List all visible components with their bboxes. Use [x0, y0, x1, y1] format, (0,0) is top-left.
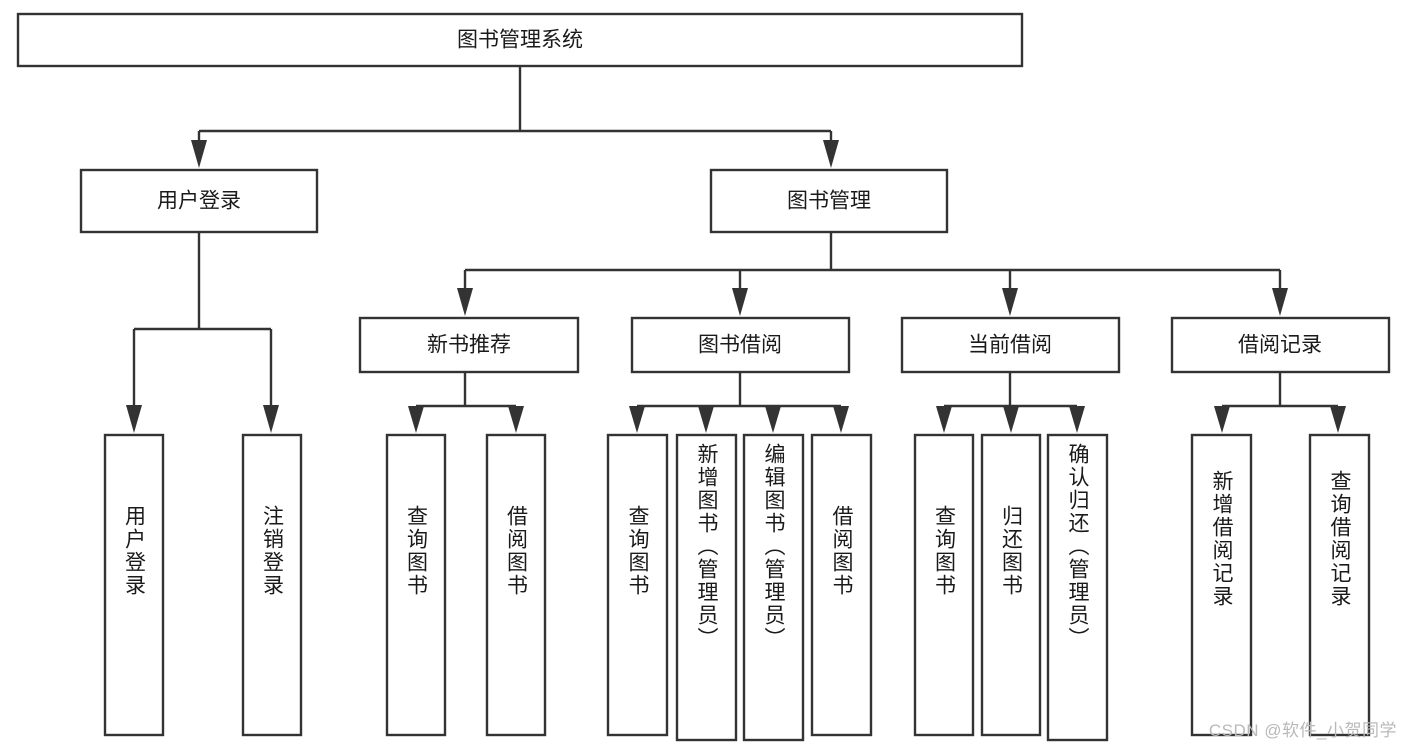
node-box-root[interactable] [16, 12, 1024, 68]
connector-record-to-leaves [1214, 372, 1346, 433]
node-label-current-borrow: 当前借阅 [968, 334, 1052, 357]
node-label-new-book-recommend: 新书推荐 [427, 334, 511, 357]
node-box-new-book-recommend[interactable] [358, 316, 580, 374]
node-box-leaf-edit-book-admin[interactable] [742, 433, 805, 742]
node-box-leaf-borrow-book-1[interactable] [485, 433, 547, 737]
arrow-head-icon [191, 140, 207, 168]
node-label-borrow-record: 借阅记录 [1238, 334, 1322, 357]
arrow-head-icon [408, 406, 424, 433]
node-label-user-login: 用户登录 [157, 190, 241, 213]
connector-userlogin-to-leaves [126, 232, 279, 433]
arrow-head-icon [1069, 406, 1085, 433]
arrow-head-icon [1214, 406, 1230, 433]
arrow-head-icon [1003, 406, 1019, 433]
node-box-user-login[interactable] [79, 168, 319, 234]
arrow-head-icon [629, 406, 645, 433]
connector-root-to-level2 [191, 66, 839, 168]
node-box-borrow-record[interactable] [1170, 316, 1391, 374]
arrow-head-icon [765, 406, 781, 433]
node-box-book-borrow[interactable] [630, 316, 851, 374]
node-box-leaf-return-book[interactable] [980, 433, 1042, 737]
node-box-leaf-confirm-return-admin[interactable] [1046, 433, 1109, 742]
arrow-head-icon [457, 288, 473, 316]
node-label-root: 图书管理系统 [457, 29, 583, 52]
arrow-head-icon [833, 406, 849, 433]
arrow-head-icon [263, 405, 279, 433]
node-box-leaf-user-login[interactable] [103, 433, 165, 737]
arrow-head-icon [1272, 288, 1288, 316]
node-label-book-management: 图书管理 [787, 190, 871, 213]
arrow-head-icon [508, 406, 524, 433]
node-label-book-borrow: 图书借阅 [698, 334, 782, 357]
connector-newbook-to-leaves [408, 372, 524, 433]
node-box-leaf-logout[interactable] [241, 433, 303, 737]
arrow-head-icon [698, 406, 714, 433]
connector-borrow-to-leaves [629, 372, 849, 433]
node-box-leaf-query-book-2[interactable] [606, 433, 669, 737]
connector-bookmgmt-to-level3 [457, 232, 1288, 316]
arrow-head-icon [1330, 406, 1346, 433]
arrow-head-icon [732, 288, 748, 316]
node-box-leaf-add-borrow-record[interactable] [1190, 433, 1253, 737]
arrow-head-icon [936, 406, 952, 433]
node-box-leaf-borrow-book-2[interactable] [810, 433, 873, 737]
node-box-leaf-add-book-admin[interactable] [675, 433, 738, 742]
node-box-leaf-query-book-3[interactable] [913, 433, 975, 737]
arrow-head-icon [1002, 288, 1018, 316]
node-box-leaf-query-borrow-record[interactable] [1308, 433, 1371, 737]
node-box-book-management[interactable] [709, 168, 949, 234]
node-box-current-borrow[interactable] [900, 316, 1121, 374]
watermark-text: CSDN @软件_小贺同学 [1208, 721, 1397, 740]
node-box-leaf-query-book-1[interactable] [385, 433, 447, 737]
connector-current-to-leaves [936, 372, 1085, 433]
arrow-head-icon [823, 140, 839, 168]
arrow-head-icon [126, 405, 142, 433]
